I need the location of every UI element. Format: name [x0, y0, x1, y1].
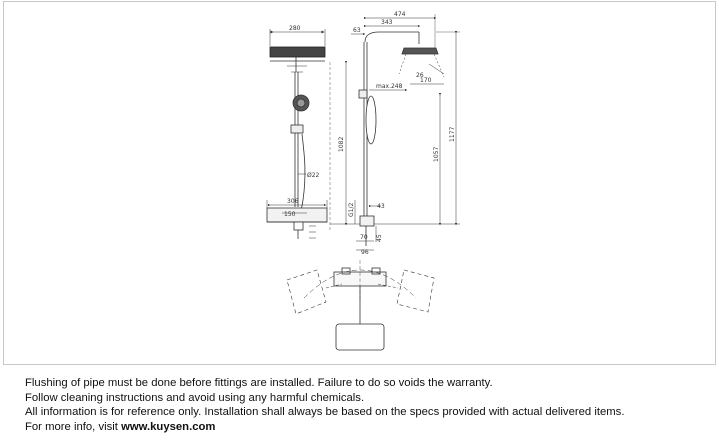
- front-view: [266, 29, 328, 239]
- overhead-shower-head: [269, 46, 326, 58]
- dim-343: 343: [381, 19, 393, 26]
- dim-26: 26: [416, 72, 424, 79]
- dim-150: 150: [284, 211, 296, 218]
- side-view: [329, 14, 460, 251]
- plan-view: [286, 260, 435, 351]
- technical-drawing: 280 474 343 63 26 170 max.248 Ø22 306 15…: [266, 11, 460, 351]
- note-flushing: Flushing of pipe must be done before fit…: [25, 377, 493, 389]
- left-rotated-head: [286, 269, 327, 315]
- note-reference: All information is for reference only. I…: [25, 406, 625, 418]
- right-rotated-head: [396, 269, 435, 313]
- dim-280: 280: [289, 25, 301, 32]
- drawing-frame: 280 474 343 63 26 170 max.248 Ø22 306 15…: [3, 1, 716, 365]
- dim-1177: 1177: [449, 127, 456, 142]
- dim-96: 96: [361, 249, 369, 256]
- side-shower-head: [401, 47, 439, 55]
- dim-22: Ø22: [307, 172, 320, 179]
- dim-1057: 1057: [433, 147, 440, 162]
- dim-g12: G1/2: [348, 203, 355, 217]
- notes-block: Flushing of pipe must be done before fit…: [25, 376, 715, 434]
- side-hand-shower: [365, 95, 377, 145]
- shower-arm: [364, 31, 419, 43]
- dim-63: 63: [353, 27, 361, 34]
- thermostat-body: [266, 207, 328, 223]
- note-more-info-prefix: For more info, visit: [25, 420, 118, 433]
- dim-170: 170: [420, 77, 432, 84]
- website-link[interactable]: www.kuysen.com: [121, 420, 216, 433]
- dim-70: 70: [360, 234, 368, 241]
- dim-306: 306: [287, 198, 299, 205]
- plan-shower-head: [335, 323, 385, 351]
- dim-1082: 1082: [338, 137, 345, 152]
- dim-max-248: max.248: [376, 83, 403, 90]
- dim-45: 45: [376, 234, 383, 242]
- note-cleaning: Follow cleaning instructions and avoid u…: [25, 391, 365, 404]
- dim-43: 43: [377, 203, 385, 210]
- dim-474: 474: [394, 11, 406, 18]
- note-more-info: For more info, visit www.kuysen.com: [25, 420, 715, 435]
